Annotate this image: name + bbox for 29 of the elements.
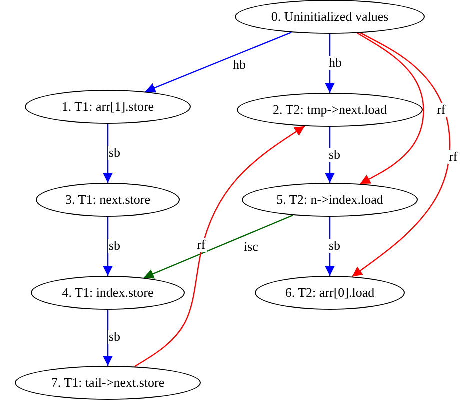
edge-label: rf — [196, 238, 207, 252]
arrow — [103, 124, 113, 183]
arrow — [357, 32, 424, 185]
node-label: 6. T2: arr[0].load — [285, 285, 375, 301]
ellipse-node — [237, 93, 423, 127]
arrow — [352, 32, 451, 278]
arrow — [103, 217, 113, 276]
edge-label: sb — [108, 146, 122, 160]
edge-label: hb — [328, 56, 343, 70]
node-label: 3. T1: next.store — [66, 192, 150, 208]
edge-label: sb — [328, 148, 342, 162]
node-label: 7. T1: tail->next.store — [51, 375, 165, 391]
arrow — [144, 214, 294, 279]
arrow — [134, 126, 306, 368]
arrow — [145, 32, 292, 93]
arrow — [325, 217, 335, 276]
edge-label: sb — [108, 330, 122, 344]
node-label: 5. T2: n->index.load — [276, 192, 384, 208]
arrow — [103, 310, 113, 366]
node-label: 4. T1: index.store — [62, 285, 154, 301]
node-label: 0. Uninitialized values — [271, 9, 389, 25]
edge-label: rf — [448, 150, 459, 164]
edge-label: hb — [232, 58, 247, 72]
node-label: 1. T1: arr[1].store — [62, 99, 154, 115]
edge-label: sb — [108, 239, 122, 253]
node-label: 2. T2: tmp->next.load — [273, 102, 387, 118]
edge-label: isc — [243, 240, 260, 254]
edge-label: rf — [436, 103, 447, 117]
edge-label: sb — [328, 239, 342, 253]
